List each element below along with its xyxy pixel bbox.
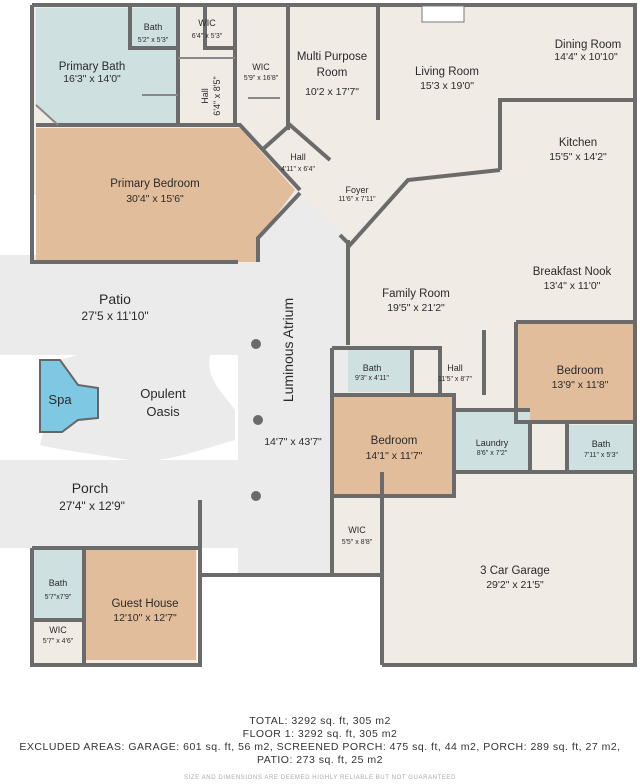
patio-area — [0, 255, 240, 355]
oasis-name2: Oasis — [146, 404, 180, 419]
excluded-areas: EXCLUDED AREAS: GARAGE: 601 sq. ft, 56 m… — [19, 741, 621, 753]
porch-dim: 27'4" x 12'9" — [59, 499, 125, 513]
guest-house-dim: 12'10" x 12'7" — [113, 612, 177, 624]
wic-top1-name: WIC — [198, 18, 216, 28]
oasis-name1: Opulent — [140, 386, 186, 401]
bedroom-center-room — [332, 396, 454, 494]
bath-guest-name: Bath — [49, 578, 68, 588]
bath-mid-dim: 9'3" x 4'11" — [355, 375, 389, 382]
primary-bedroom-name: Primary Bedroom — [110, 178, 199, 190]
kitchen-dim: 15'5" x 14'2" — [549, 151, 607, 163]
garage-dim: 29'2" x 21'5" — [486, 579, 544, 591]
family-room-dim: 19'5" x 21'2" — [387, 302, 445, 314]
wic-bottom-name: WIC — [348, 525, 366, 535]
bedroom-center-dim: 14'1" x 11'7" — [366, 450, 423, 462]
dining-room-dim: 14'4" x 10'10" — [554, 51, 618, 63]
porch-name: Porch — [72, 480, 109, 496]
bath-mid-name: Bath — [363, 363, 382, 373]
primary-bedroom-room — [36, 128, 295, 262]
bath-right-name: Bath — [592, 439, 611, 449]
atrium-name: Luminous Atrium — [280, 298, 296, 402]
bath-right-dim: 7'11" x 5'3" — [584, 452, 618, 459]
living-room-dim: 15'3 x 19'0" — [420, 80, 474, 92]
bath-mid-room — [348, 350, 412, 392]
bedroom-right-dim: 13'9" x 11'8" — [552, 379, 609, 391]
primary-bath-name: Primary Bath — [59, 61, 125, 73]
atrium-column — [253, 415, 263, 425]
foyer-name: Foyer — [345, 185, 368, 195]
interior-lines — [35, 57, 280, 126]
fireplace — [421, 5, 465, 23]
total-area: TOTAL: 3292 sq. ft, 305 m2 — [249, 715, 391, 727]
garage-name: 3 Car Garage — [480, 565, 550, 577]
laundry-dim: 8'6" x 7'2" — [477, 450, 508, 457]
bath-top-room — [130, 8, 178, 48]
wic-guest-dim: 5'7" x 4'6" — [43, 638, 74, 645]
breakfast-nook-dim: 13'4" x 11'0" — [544, 280, 601, 292]
atrium-column — [251, 339, 261, 349]
bath-right-room — [567, 425, 634, 471]
bath-guest-room — [34, 550, 82, 620]
wic-top2-name: WIC — [252, 62, 270, 72]
disclaimer: SIZE AND DIMENSIONS ARE DEEMED HIGHLY RE… — [184, 775, 456, 781]
multi-purpose-dim: 10'2 x 17'7" — [305, 86, 359, 98]
wic-bottom-dim: 5'5" x 8'8" — [342, 539, 373, 546]
hall-mid-name: Hall — [290, 152, 306, 162]
wic-guest-name: WIC — [49, 625, 67, 635]
wic-top1-dim: 6'4" x 5'3" — [192, 33, 223, 40]
patio-name: Patio — [99, 291, 131, 307]
guest-house-room — [86, 550, 196, 660]
hall-right-name: Hall — [447, 363, 463, 373]
hall-top-name: Hall — [200, 88, 210, 104]
living-room-name: Living Room — [415, 66, 479, 78]
bedroom-right-room — [516, 322, 634, 422]
breakfast-nook-name: Breakfast Nook — [533, 266, 612, 278]
wic-top2-dim: 5'9" x 16'8" — [244, 75, 279, 82]
spa-name: Spa — [48, 392, 72, 407]
primary-bath-dim: 16'3" x 14'0" — [63, 73, 121, 85]
hall-right-dim: 11'5" x 8'7" — [438, 376, 472, 383]
walls — [30, 3, 637, 667]
hall-mid-dim: 4'11" x 6'4" — [281, 166, 315, 173]
laundry-name: Laundry — [476, 438, 509, 448]
floor-area: FLOOR 1: 3292 sq. ft, 305 m2 — [242, 728, 398, 740]
dining-room-name: Dining Room — [555, 39, 621, 51]
bedroom-right-name: Bedroom — [557, 365, 604, 377]
atrium-dim: 14'7" x 43'7" — [264, 436, 322, 448]
family-room-name: Family Room — [382, 288, 450, 300]
hall-top-dim: 6'4" x 8'5" — [212, 76, 222, 115]
patio-dim: 27'5 x 11'10" — [81, 309, 148, 323]
spa-pool — [39, 359, 99, 433]
bath-top-name: Bath — [144, 22, 163, 32]
bath-guest-dim: 5'7"x7'9" — [45, 594, 72, 601]
oasis-shape — [40, 341, 235, 461]
bath-top-dim: 5'2" x 5'3" — [138, 37, 169, 44]
foyer-dim: 11'6" x 7'11" — [338, 196, 376, 203]
kitchen-name: Kitchen — [559, 137, 597, 149]
atrium-column — [251, 491, 261, 501]
guest-house-name: Guest House — [111, 598, 178, 610]
patio-area-text: PATIO: 273 sq. ft, 25 m2 — [257, 754, 383, 766]
bedroom-center-name: Bedroom — [371, 435, 418, 447]
multi-purpose-name2: Room — [317, 67, 348, 79]
primary-bedroom-dim: 30'4" x 15'6" — [126, 193, 184, 205]
multi-purpose-name1: Multi Purpose — [297, 51, 367, 63]
